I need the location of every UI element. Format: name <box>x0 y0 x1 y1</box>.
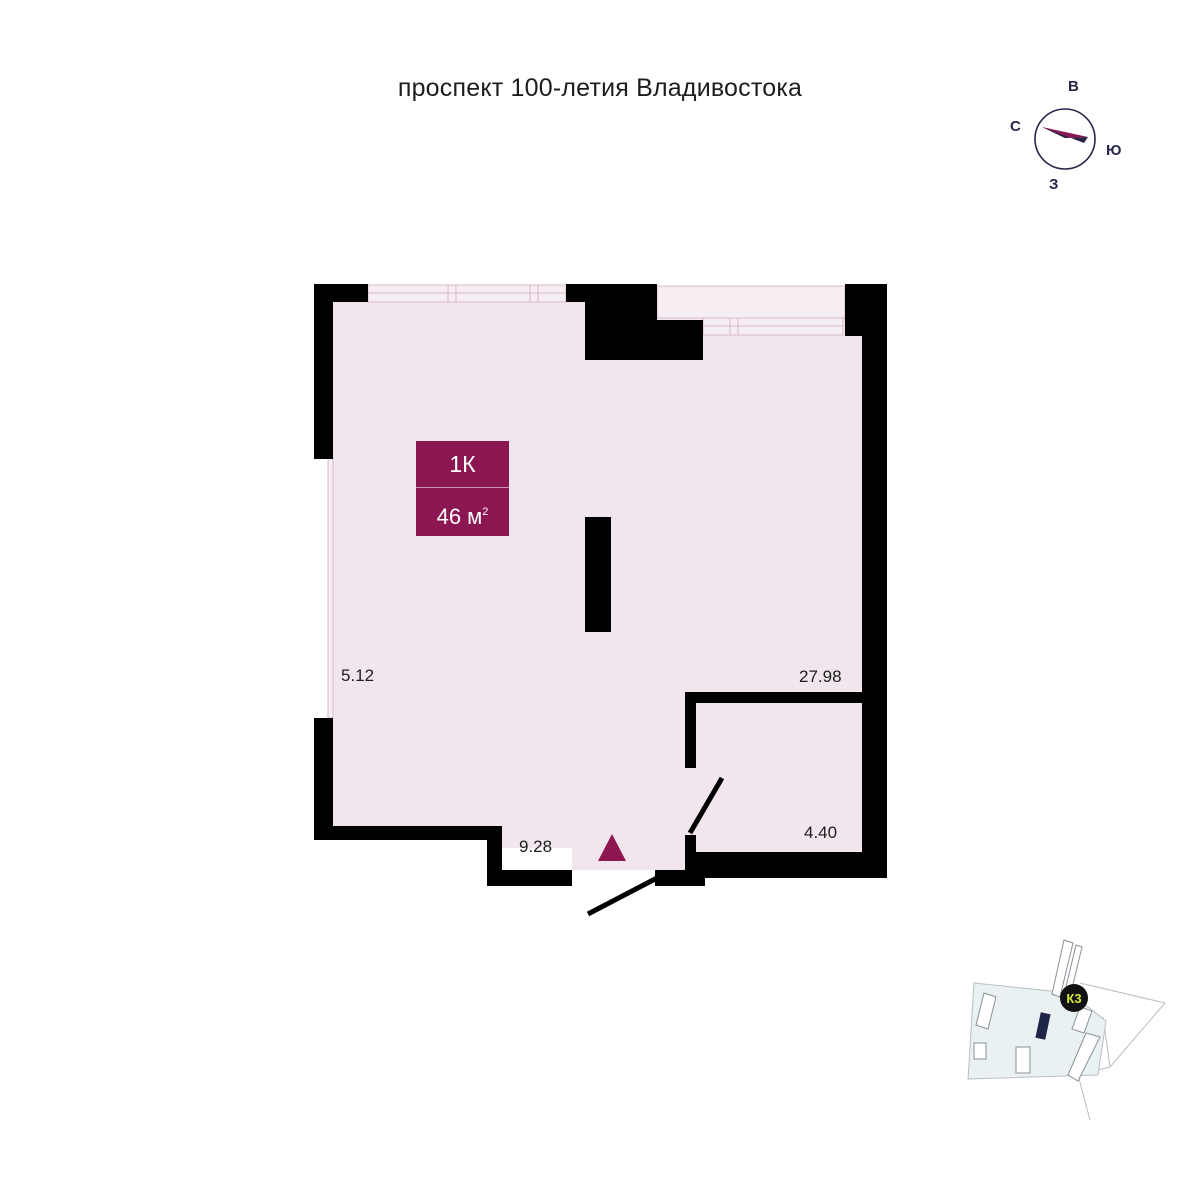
compass-north-label: С <box>1010 118 1021 135</box>
apartment-badge: 1К 46 м2 <box>416 441 509 536</box>
compass-west-label: З <box>1049 176 1059 193</box>
area-label: 46 м2 <box>416 488 509 536</box>
walls <box>314 284 887 886</box>
street-name: проспект 100-летия Владивостока <box>397 74 803 102</box>
area-value: 46 м <box>436 504 483 529</box>
window-top-right <box>656 285 846 336</box>
entrance-door <box>586 875 659 917</box>
window-top-left <box>367 284 567 303</box>
compass-south-label: Ю <box>1106 142 1122 159</box>
dim-left-room: 5.12 <box>341 666 375 685</box>
dim-main-room: 27.98 <box>799 667 842 686</box>
building-label: К3 <box>1066 991 1081 1006</box>
rooms-label: 1К <box>416 441 509 488</box>
entrance-arrow-icon <box>598 834 626 861</box>
area-unit: 2 <box>482 506 489 518</box>
dim-bathroom: 4.40 <box>804 823 838 842</box>
selected-building <box>1035 1012 1051 1040</box>
compass-icon <box>1034 108 1096 170</box>
window-left <box>327 457 334 719</box>
bathroom-door <box>687 776 725 835</box>
building-label-badge <box>1060 984 1088 1012</box>
dim-entrance: 9.28 <box>519 837 553 856</box>
location-map: К3 <box>967 939 1166 1120</box>
compass-east-label: В <box>1068 78 1079 95</box>
